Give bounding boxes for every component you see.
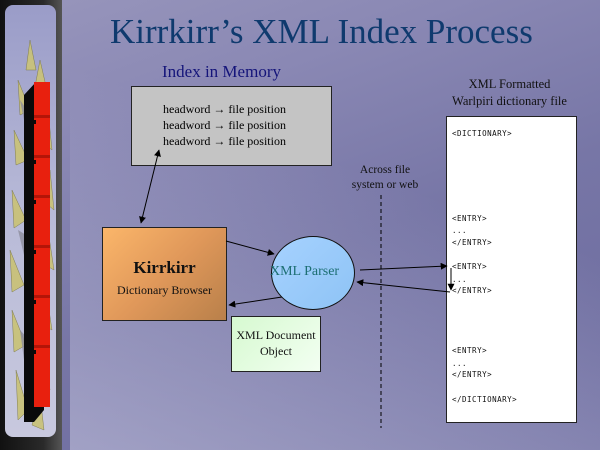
xml-line: <ENTRY> [452,214,488,223]
xml-line: </ENTRY> [452,370,493,379]
xml-document-object-box: XML Document Object [231,316,321,372]
xml-parser-label: XML Parser [270,264,340,279]
xml-line: <DICTIONARY> [452,129,513,138]
index-kirrkirr-arrow [139,149,161,224]
xml-line: ... [452,359,468,368]
boundary-label-line2: system or web [351,179,419,191]
logo-letters [24,82,50,422]
document-object-line1: XML Document [236,328,316,342]
parser-to-file-arrow [359,262,448,271]
dictionary-file-title-line2: Warlpiri dictionary file [452,94,567,108]
boundary-label: Across file system or web [340,163,430,193]
kirrkirr-subtitle: Dictionary Browser [117,283,212,297]
xml-line: </ENTRY> [452,238,493,247]
kirrkirr-to-parser-arrow [225,240,275,256]
file-to-parser-arrow [356,279,451,293]
xml-line: </ENTRY> [452,286,493,295]
slide-title: Kirrkirr’s XML Index Process [110,12,533,51]
xml-line: ... [452,275,468,284]
xml-line: <ENTRY> [452,262,488,271]
index-memory-box [131,86,332,166]
index-entry: headword → file position [163,102,286,116]
kirrkirr-logo-icon [9,39,55,431]
kirrkirr-title: Kirrkirr [133,258,196,277]
dictionary-file-title: XML Formatted Warlpiri dictionary file [432,76,587,110]
index-entry: headword → file position [163,118,286,132]
dictionary-file-box [446,116,577,423]
sidebar-logo-strip [0,0,62,450]
document-object-line2: Object [260,344,292,358]
xml-line: ... [452,226,468,235]
index-memory-heading: Index in Memory [162,62,281,81]
index-entry: headword → file position [163,134,286,148]
parser-to-kirrkirr-arrow [228,296,283,308]
xml-parser-node [271,236,355,310]
boundary-label-line1: Across file [359,164,411,176]
xml-line: <ENTRY> [452,346,488,355]
index-entries: headword → file position headword → file… [163,101,286,149]
dictionary-file-title-line1: XML Formatted [468,77,551,91]
xml-line: </DICTIONARY> [452,395,518,404]
kirrkirr-browser-box: Kirrkirr Dictionary Browser [102,227,227,321]
